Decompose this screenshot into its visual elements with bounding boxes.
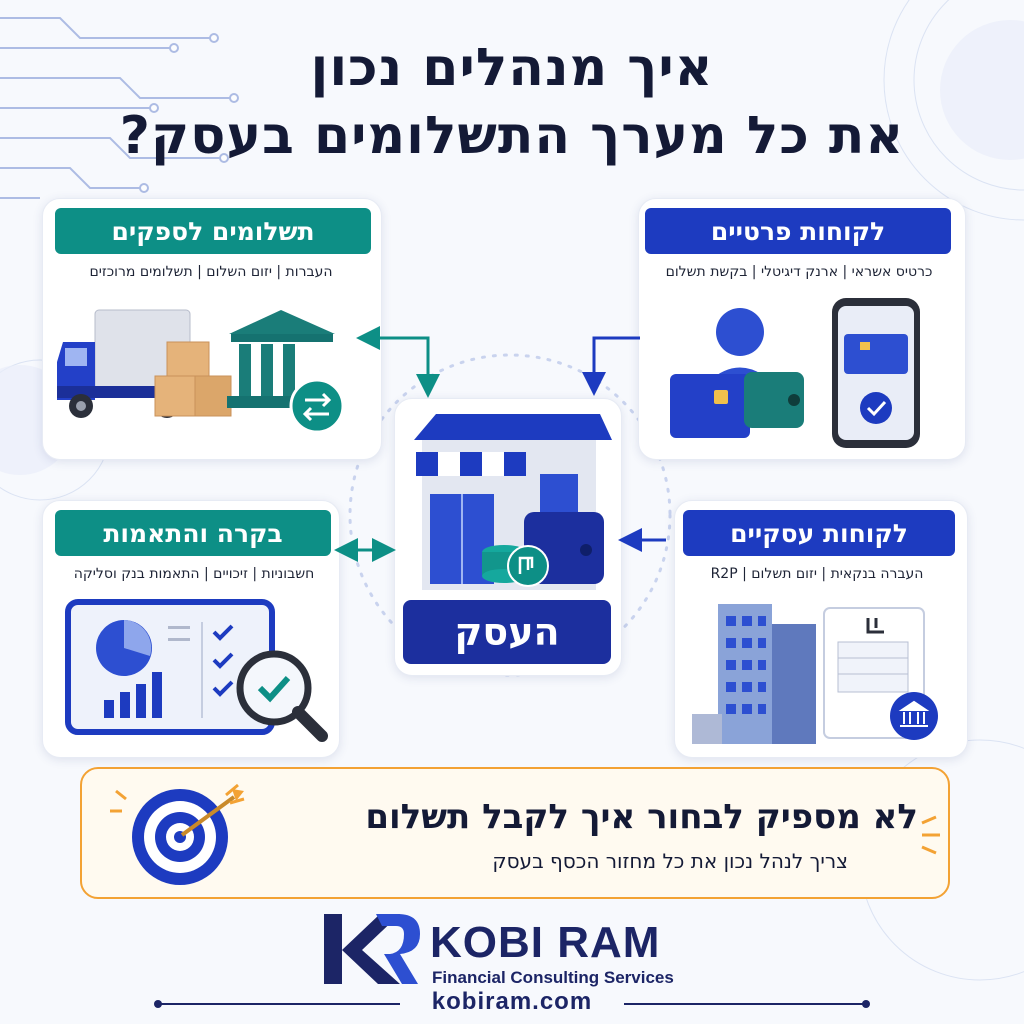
url-divider [154, 1000, 870, 1008]
banner-headline: לא מספיק לבחור איך לקבל תשלום [365, 797, 918, 837]
business-customers-label: לקוחות עסקיים [683, 510, 955, 556]
business-customers-subtitle: העברה בנקאית | יזום תשלום | R2P [710, 566, 924, 582]
brand-name: KOBI RAM [430, 918, 661, 967]
kr-logo-icon [324, 914, 420, 984]
building-invoice-icon [692, 604, 938, 744]
private-customers-label: לקוחות פרטיים [645, 208, 951, 254]
target-icon [110, 783, 245, 885]
private-customers-subtitle: כרטיס אשראי | ארנק דיגיטלי | בקשת תשלום [665, 264, 933, 280]
store-wallet-icon [414, 414, 612, 590]
control-label: בקרה והתאמות [55, 510, 331, 556]
suppliers-subtitle: העברות | יזום השלום | תשלומים מרוכזים [89, 264, 333, 280]
center-business-label: העסק [403, 600, 611, 664]
suppliers-label: תשלומים לספקים [55, 208, 371, 254]
center-dotted-ring [348, 353, 672, 677]
page-title-line1: איך מנהלים נכון [310, 38, 714, 98]
banner-subtext: צריך לנהל נכון את כל מחזור הכסף בעסק [492, 849, 848, 873]
truck-bank-icon [57, 309, 345, 434]
brand-tagline: Financial Consulting Services [432, 968, 674, 987]
brand-url[interactable]: kobiram.com [431, 988, 593, 1015]
dashboard-magnifier-icon [65, 599, 328, 742]
control-subtitle: חשבוניות | זיכויים | התאמות בנק וסליקה [73, 566, 315, 582]
spark-icon [921, 815, 940, 855]
customer-wallet-phone-icon [670, 298, 920, 448]
page-title-line2: את כל מערך התשלומים בעסק? [119, 106, 905, 166]
message-banner: לא מספיק לבחור איך לקבל תשלום צריך לנהל … [80, 767, 950, 899]
